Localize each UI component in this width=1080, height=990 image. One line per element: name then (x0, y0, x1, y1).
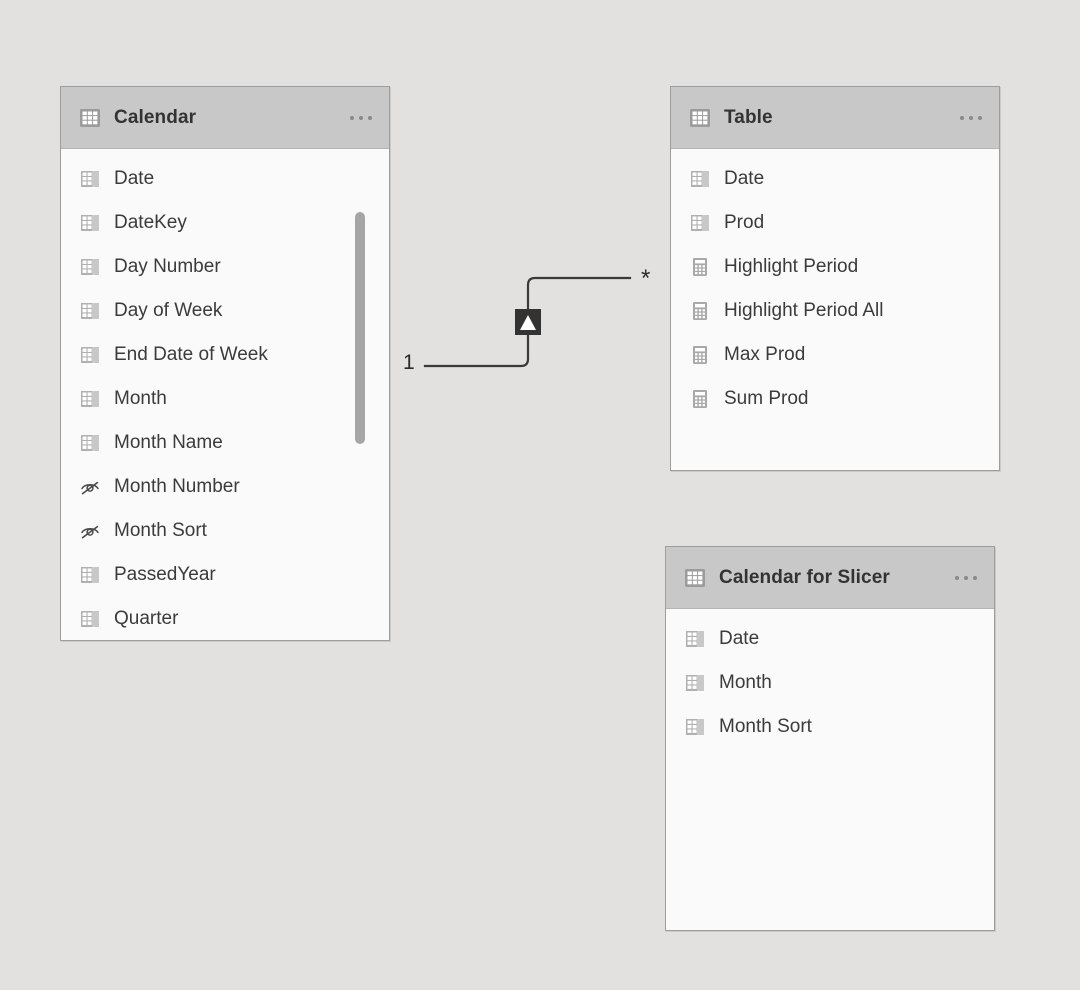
table-icon (684, 567, 706, 589)
cardinality-many-label: * (641, 265, 651, 292)
field-label: Month Number (114, 476, 240, 497)
field-list-calendar: Date DateKey (61, 149, 389, 640)
column-icon (79, 300, 101, 322)
field-label: DateKey (114, 212, 187, 233)
field-row[interactable]: Max Prod (671, 333, 999, 377)
measure-calculator-icon (689, 388, 711, 410)
ellipsis-icon[interactable] (957, 110, 985, 126)
measure-calculator-icon (689, 300, 711, 322)
measure-calculator-icon (689, 256, 711, 278)
table-name-table: Table (724, 106, 773, 128)
field-row[interactable]: Day of Week (61, 289, 389, 333)
field-row[interactable]: Month Number (61, 465, 389, 509)
ellipsis-icon[interactable] (952, 570, 980, 586)
field-row[interactable]: Sum Prod (671, 377, 999, 421)
cardinality-one-label: 1 (403, 351, 415, 374)
field-row[interactable]: Date (671, 157, 999, 201)
field-label: Quarter (114, 608, 179, 629)
measure-calculator-icon (689, 344, 711, 366)
field-label: Month Sort (719, 716, 812, 737)
field-row[interactable]: End Date of Week (61, 333, 389, 377)
table-icon (689, 107, 711, 129)
column-icon (79, 344, 101, 366)
field-row[interactable]: Day Number (61, 245, 389, 289)
column-icon (79, 168, 101, 190)
column-icon (79, 212, 101, 234)
field-label: Date (114, 168, 155, 189)
field-list-table: Date Prod (671, 149, 999, 421)
column-icon (79, 432, 101, 454)
field-row[interactable]: Quarter (61, 597, 389, 640)
field-row[interactable]: DateKey (61, 201, 389, 245)
field-row[interactable]: PassedYear (61, 553, 389, 597)
column-icon (79, 388, 101, 410)
column-icon (79, 608, 101, 630)
field-row[interactable]: Date (666, 617, 994, 661)
column-icon (684, 716, 706, 738)
field-label: Day of Week (114, 300, 223, 321)
column-icon (689, 168, 711, 190)
field-row[interactable]: Month (61, 377, 389, 421)
field-label: Month Name (114, 432, 223, 453)
field-label: Day Number (114, 256, 221, 277)
field-label: Month (114, 388, 167, 409)
table-name-calendar-for-slicer: Calendar for Slicer (719, 566, 890, 588)
field-row[interactable]: Month Sort (61, 509, 389, 553)
ellipsis-icon[interactable] (347, 110, 375, 126)
table-card-calendar-for-slicer[interactable]: Calendar for Slicer (665, 546, 995, 931)
field-label: Highlight Period All (724, 300, 884, 321)
column-icon (79, 564, 101, 586)
field-label: Month (719, 672, 772, 693)
column-icon (684, 672, 706, 694)
field-row[interactable]: Prod (671, 201, 999, 245)
field-row[interactable]: Month Sort (666, 705, 994, 749)
table-header-calendar[interactable]: Calendar (61, 87, 389, 149)
table-header-calendar-for-slicer[interactable]: Calendar for Slicer (666, 547, 994, 609)
column-icon (689, 212, 711, 234)
field-row[interactable]: Highlight Period All (671, 289, 999, 333)
field-label: End Date of Week (114, 344, 268, 365)
field-list-calendar-for-slicer: Date Month (666, 609, 994, 749)
column-icon (79, 256, 101, 278)
field-label: Date (719, 628, 760, 649)
hidden-eye-icon (79, 476, 101, 498)
scrollbar-thumb[interactable] (355, 212, 365, 444)
field-label: Sum Prod (724, 388, 809, 409)
field-label: PassedYear (114, 564, 216, 585)
table-card-calendar[interactable]: Calendar (60, 86, 390, 641)
field-list-scrollbar[interactable] (355, 149, 365, 640)
cross-filter-direction-icon (515, 309, 541, 335)
field-label: Prod (724, 212, 765, 233)
hidden-eye-icon (79, 520, 101, 542)
table-name-calendar: Calendar (114, 106, 197, 128)
table-card-table[interactable]: Table D (670, 86, 1000, 471)
table-icon (79, 107, 101, 129)
field-label: Date (724, 168, 765, 189)
field-label: Highlight Period (724, 256, 859, 277)
field-label: Max Prod (724, 344, 806, 365)
column-icon (684, 628, 706, 650)
field-row[interactable]: Month (666, 661, 994, 705)
field-label: Month Sort (114, 520, 207, 541)
table-header-table[interactable]: Table (671, 87, 999, 149)
field-row[interactable]: Month Name (61, 421, 389, 465)
field-row[interactable]: Date (61, 157, 389, 201)
field-row[interactable]: Highlight Period (671, 245, 999, 289)
